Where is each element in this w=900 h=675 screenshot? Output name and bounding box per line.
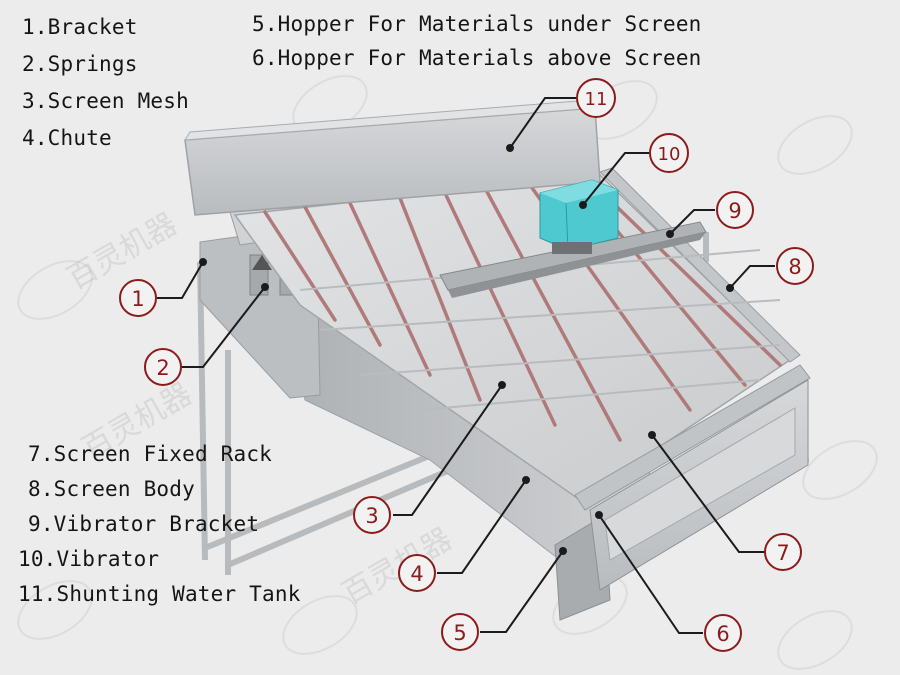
legend-item-vibrator-bracket: 9.Vibrator Bracket	[28, 512, 260, 536]
callout-6: 6	[704, 614, 742, 652]
callout-4: 4	[398, 554, 436, 592]
callout-11: 11	[576, 78, 616, 118]
watermark-text: 百灵机器	[62, 207, 183, 297]
svg-text:11: 11	[585, 89, 608, 110]
legend-item-shunting-water-tank: 11.Shunting Water Tank	[18, 582, 301, 606]
callout-10: 10	[649, 133, 689, 173]
callout-8: 8	[776, 247, 814, 285]
callout-2: 2	[144, 348, 182, 386]
svg-text:4: 4	[410, 562, 423, 586]
screen-body-lip	[574, 364, 811, 511]
callout-3: 3	[353, 496, 391, 534]
screen-fixed-rack	[263, 178, 782, 442]
svg-text:5: 5	[453, 621, 466, 645]
callout-9: 9	[716, 191, 754, 229]
svg-text:1: 1	[131, 287, 144, 311]
legend-item-bracket: 1.Bracket	[22, 15, 138, 39]
callout-7: 7	[764, 533, 802, 571]
legend-item-screen-body: 8.Screen Body	[28, 477, 195, 501]
callout-5: 5	[441, 613, 479, 651]
vibrator	[539, 179, 619, 254]
legend-item-vibrator: 10.Vibrator	[18, 547, 160, 571]
legend-top-right: 5.Hopper For Materials under Screen 6.Ho…	[252, 7, 702, 75]
legend-item-screen-mesh: 3.Screen Mesh	[22, 89, 189, 113]
legend-item-springs: 2.Springs	[22, 52, 138, 76]
svg-text:10: 10	[658, 144, 681, 165]
legend-item-chute: 4.Chute	[22, 126, 112, 150]
legend-top-left: 1.Bracket 2.Springs 3.Screen Mesh 4.Chut…	[22, 9, 189, 157]
legend-item-screen-fixed-rack: 7.Screen Fixed Rack	[28, 442, 273, 466]
legend-item-under-screen-hopper: 5.Hopper For Materials under Screen	[252, 12, 702, 36]
screen-body-rail	[599, 167, 801, 363]
svg-text:7: 7	[776, 541, 789, 565]
callout-leaders	[157, 97, 775, 634]
legend-bottom-left: 7.Screen Fixed Rack 8.Screen Body 9.Vibr…	[18, 437, 301, 612]
svg-text:8: 8	[788, 255, 801, 279]
svg-text:3: 3	[365, 504, 378, 528]
watermark-text: 百灵机器	[337, 522, 458, 612]
svg-text:9: 9	[728, 199, 741, 223]
svg-text:6: 6	[716, 622, 729, 646]
svg-text:2: 2	[156, 356, 169, 380]
callout-1: 1	[119, 279, 157, 317]
legend-item-above-screen-hopper: 6.Hopper For Materials above Screen	[252, 46, 702, 70]
